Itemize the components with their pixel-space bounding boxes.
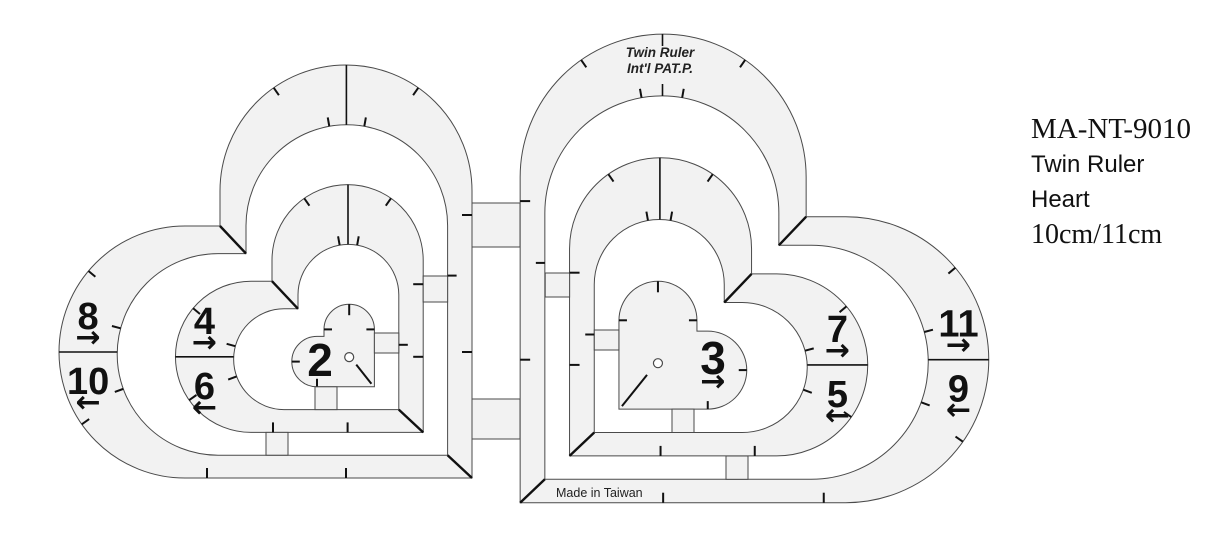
tick-mark [838,305,848,313]
tick-mark [363,117,367,127]
direction-arrow-right: → [946,328,971,363]
point-miter-mark [446,454,473,479]
grain-line [621,374,648,407]
tick-mark [226,342,236,348]
grain-line [355,364,373,385]
tick-mark [924,328,934,333]
tick-mark [580,59,588,68]
bridge-between-hearts-upper [471,202,521,248]
origin-text: Made in Taiwan [556,486,643,500]
tick-mark [843,411,852,418]
notch-miter-mark [777,215,808,247]
right-heart-left-bridge [544,272,571,298]
tick-mark [947,267,956,275]
pivot-hole [344,352,355,363]
tick-mark [681,88,685,98]
right-heart-bottom-bridge [725,455,749,480]
tick-mark [87,270,97,278]
direction-arrow-right: → [76,320,101,355]
product-info-block: MA-NT-9010 Twin Ruler Heart 10cm/11cm [1031,112,1191,252]
size-label-5: 5 [827,374,848,416]
tick-mark [920,401,930,407]
tick-mark [645,211,649,221]
direction-arrow-right: → [825,333,850,368]
tick-mark [669,211,674,221]
size-label-3: 3 [700,332,726,384]
product-name: Twin Ruler [1031,151,1145,178]
size-label-4: 4 [194,301,215,343]
size-label-9: 9 [948,369,969,411]
tick-mark [412,87,420,96]
tick-mark [802,388,813,394]
direction-arrow-left: ← [76,385,101,420]
size-label-10: 10 [67,361,109,403]
product-sizes: 10cm/11cm [1031,219,1163,250]
tick-mark [337,236,341,246]
size-label-7: 7 [827,309,848,351]
tick-mark [272,87,280,96]
right-center-side-bridge [593,329,620,351]
right-center-bottom-bridge [671,408,695,434]
tick-mark [114,387,124,393]
left-heart-right-bridge [422,275,449,303]
size-label-2: 2 [307,334,333,386]
bridge-between-hearts-lower [471,398,521,440]
left-heart-center-piece [291,303,375,388]
point-miter-mark [397,408,425,434]
pivot-hole [652,358,664,369]
product-model: MA-NT-9010 [1031,113,1192,145]
tick-mark [81,418,90,426]
tick-mark [111,325,121,330]
tick-mark [739,59,746,68]
right-heart-center-piece [618,280,748,410]
tick-mark [192,307,201,315]
right-heart-inner-band [569,157,869,457]
tick-mark [384,197,392,207]
point-miter-mark [519,478,546,504]
tick-mark [954,435,964,443]
size-label-6: 6 [194,366,215,408]
tick-mark [607,173,615,183]
tick-mark [356,236,360,246]
tick-mark [227,375,237,381]
brand-text-line2: Int'l PAT.P. [627,61,693,76]
notch-miter-mark [723,273,753,304]
brand-text-line1: Twin Ruler [626,45,695,60]
left-center-side-bridge [373,332,400,354]
size-label-8: 8 [78,296,99,338]
tick-mark [804,347,814,352]
notch-miter-mark [271,280,299,310]
direction-arrow-right: → [700,364,725,399]
direction-arrow-left: ← [825,398,850,433]
notch-miter-mark [219,225,247,255]
tick-mark [638,88,643,98]
tick-mark [303,197,311,207]
left-center-bottom-bridge [314,386,338,411]
tick-mark [326,117,331,127]
size-label-11: 11 [938,304,978,346]
tick-mark [706,173,714,183]
tick-mark [188,394,198,401]
point-miter-mark [568,431,596,457]
direction-arrow-left: ← [946,393,971,428]
product-shape: Heart [1031,186,1090,213]
direction-arrow-right: → [192,325,217,360]
left-heart-bottom-bridge [265,431,289,456]
